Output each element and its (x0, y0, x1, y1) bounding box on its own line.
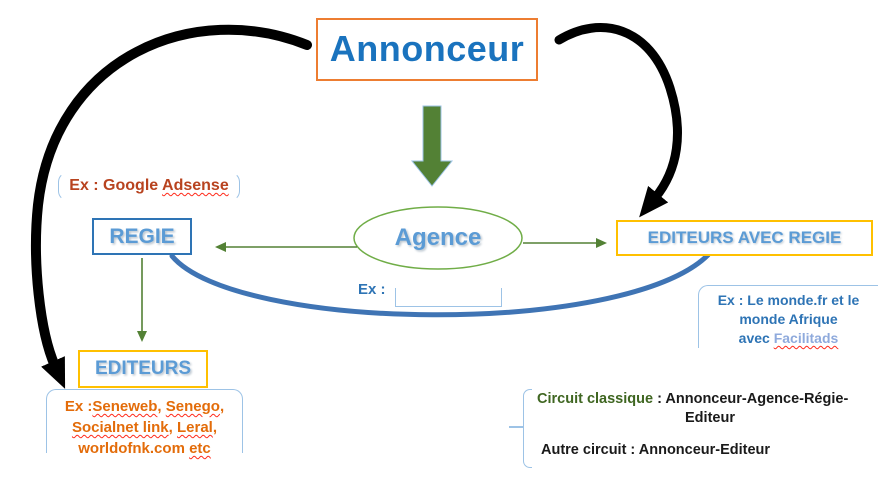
editeurs-example-bracket (46, 389, 243, 453)
black-curved-arrow-annonceur-to-editeurs (30, 24, 312, 389)
editeurs-example-seg: etc (189, 440, 211, 457)
editeurs-example-seg: Ex : (64, 398, 93, 415)
editeurs-example-seg: worldofnk.com (78, 440, 190, 457)
editeurs-label: EDITEURS (94, 358, 192, 379)
legend-autre-circuit: Autre circuit : Annonceur-Editeur (541, 442, 771, 458)
middle-example-empty-box (395, 288, 502, 307)
black-curved-arrow-annonceur-to-editeurs-avec-regie (554, 23, 682, 218)
ear-example-line2: monde Afrique (739, 311, 838, 327)
blue-arc-regie-to-editeurs-avec-regie (169, 252, 711, 318)
editeurs-example-callout: Ex :Seneweb, Senego, Socialnet link, Ler… (42, 396, 247, 459)
ear-example-line1: Ex : Le monde.fr et le (717, 292, 860, 308)
editeurs-example-seg: , (219, 398, 225, 415)
ear-example-line3-prefix: avec (738, 330, 774, 346)
agence-ellipse (353, 206, 523, 270)
ear-example-misspelled-word: Facilitads (773, 330, 839, 346)
agence-label: Agence (394, 224, 482, 251)
editeurs-avec-regie-node: EDITEURS AVEC REGIE (616, 220, 873, 256)
editeurs-example-seg: , (157, 398, 166, 415)
editeurs-example-seg: Leral (177, 419, 213, 436)
agence-node: Agence (354, 223, 522, 253)
legend-bracket-tick (509, 426, 524, 428)
editeurs-avec-regie-label: EDITEURS AVEC REGIE (647, 228, 842, 247)
editeurs-node: EDITEURS (78, 350, 208, 388)
editeurs-example-seg: , (212, 419, 218, 436)
legend-bracket (523, 389, 532, 468)
green-block-arrow-annonceur-to-agence (410, 105, 454, 187)
legend-circuit-classique-cont: Editeur (685, 410, 735, 426)
editeurs-avec-regie-example-callout: Ex : Le monde.fr et le monde Afrique ave… (698, 285, 878, 348)
regie-label: REGIE (109, 225, 175, 248)
regie-node: REGIE (92, 218, 192, 255)
editeurs-example-seg: Seneweb (92, 398, 158, 415)
editeurs-example-seg: Socialnet link (71, 419, 169, 436)
editeurs-example-seg: , (168, 419, 177, 436)
regie-example-misspelled-word: Adsense (162, 177, 229, 194)
regie-example-prefix: Ex : Google (69, 177, 163, 194)
annonceur-node: Annonceur (316, 18, 538, 81)
legend: Circuit classique : Annonceur-Agence-Rég… (537, 390, 883, 460)
regie-example-callout: Ex : Google Adsense (58, 172, 240, 201)
middle-example-label: Ex : (358, 281, 386, 298)
editeurs-example-seg: Senego (165, 398, 220, 415)
legend-circuit-classique-label: Circuit classique (537, 391, 654, 407)
annonceur-label: Annonceur (329, 28, 525, 69)
legend-circuit-classique-value: : Annonceur-Agence-Régie- (653, 391, 849, 407)
